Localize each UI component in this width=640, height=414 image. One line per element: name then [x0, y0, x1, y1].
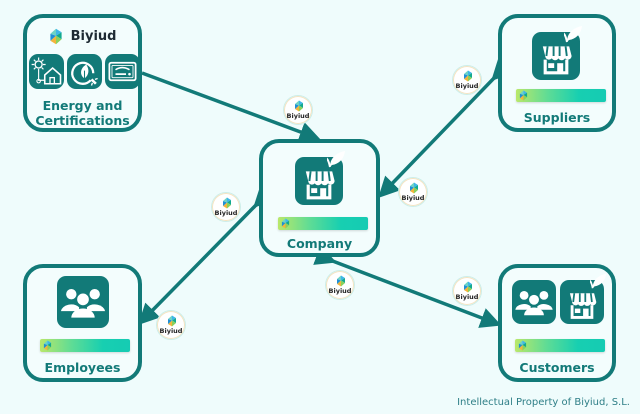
leaf-icon — [590, 272, 608, 290]
node-label: Customers — [519, 360, 595, 375]
biyiud-badge: Biyiud — [156, 310, 186, 340]
solar-house-icon — [29, 54, 64, 89]
copyright-footer: Intellectual Property of Biyiud, S.L. — [457, 397, 630, 408]
biyiud-badge: Biyiud — [211, 192, 241, 222]
biyiud-logo-icon — [281, 218, 290, 229]
node-label-line2: Certifications — [35, 113, 130, 128]
progress-bar — [516, 89, 606, 102]
eco-plug-icon — [67, 54, 102, 89]
people-group-icon — [512, 280, 556, 324]
brand-header: Biyiud — [27, 26, 138, 46]
biyiud-badge: Biyiud — [283, 95, 313, 125]
node-employees[interactable]: Employees — [23, 264, 142, 382]
progress-bar — [515, 339, 605, 352]
brand-name: Biyiud — [70, 29, 117, 44]
leaf-icon — [327, 149, 347, 169]
eco-store-icon — [532, 32, 580, 80]
certificate-icon — [105, 54, 140, 89]
node-label-line1: Energy and — [42, 98, 123, 113]
progress-bar — [278, 217, 368, 230]
biyiud-logo-icon — [519, 90, 528, 101]
node-label: Company — [286, 236, 353, 251]
biyiud-logo-icon — [336, 275, 346, 287]
biyiud-logo-icon — [49, 28, 63, 45]
node-company[interactable]: Company — [259, 139, 380, 257]
node-customers[interactable]: Customers — [498, 264, 616, 382]
biyiud-logo-icon — [294, 100, 304, 112]
progress-bar — [40, 339, 130, 352]
biyiud-logo-icon — [518, 340, 527, 351]
biyiud-badge: Biyiud — [325, 270, 355, 300]
node-energy-certifications[interactable]: Biyiud Energy and Certifications — [23, 14, 142, 132]
edge-suppliers-company — [378, 58, 514, 199]
biyiud-logo-icon — [222, 197, 232, 209]
people-group-icon — [57, 276, 109, 328]
eco-store-icon — [295, 157, 343, 205]
edge-energy-company — [141, 71, 321, 142]
node-suppliers[interactable]: Suppliers — [498, 14, 616, 132]
eco-store-icon — [560, 280, 604, 324]
biyiud-logo-icon — [167, 315, 177, 327]
edge-company-employees — [138, 185, 276, 325]
node-label: Suppliers — [523, 110, 591, 125]
biyiud-logo-icon — [463, 281, 473, 293]
biyiud-badge: Biyiud — [452, 276, 482, 306]
edge-company-customers — [313, 245, 502, 328]
biyiud-logo-icon — [43, 340, 52, 351]
biyiud-badge: Biyiud — [398, 177, 428, 207]
biyiud-logo-icon — [409, 182, 419, 194]
node-label: Employees — [44, 360, 121, 375]
leaf-icon — [564, 24, 584, 44]
biyiud-badge: Biyiud — [452, 65, 482, 95]
biyiud-logo-icon — [463, 70, 473, 82]
